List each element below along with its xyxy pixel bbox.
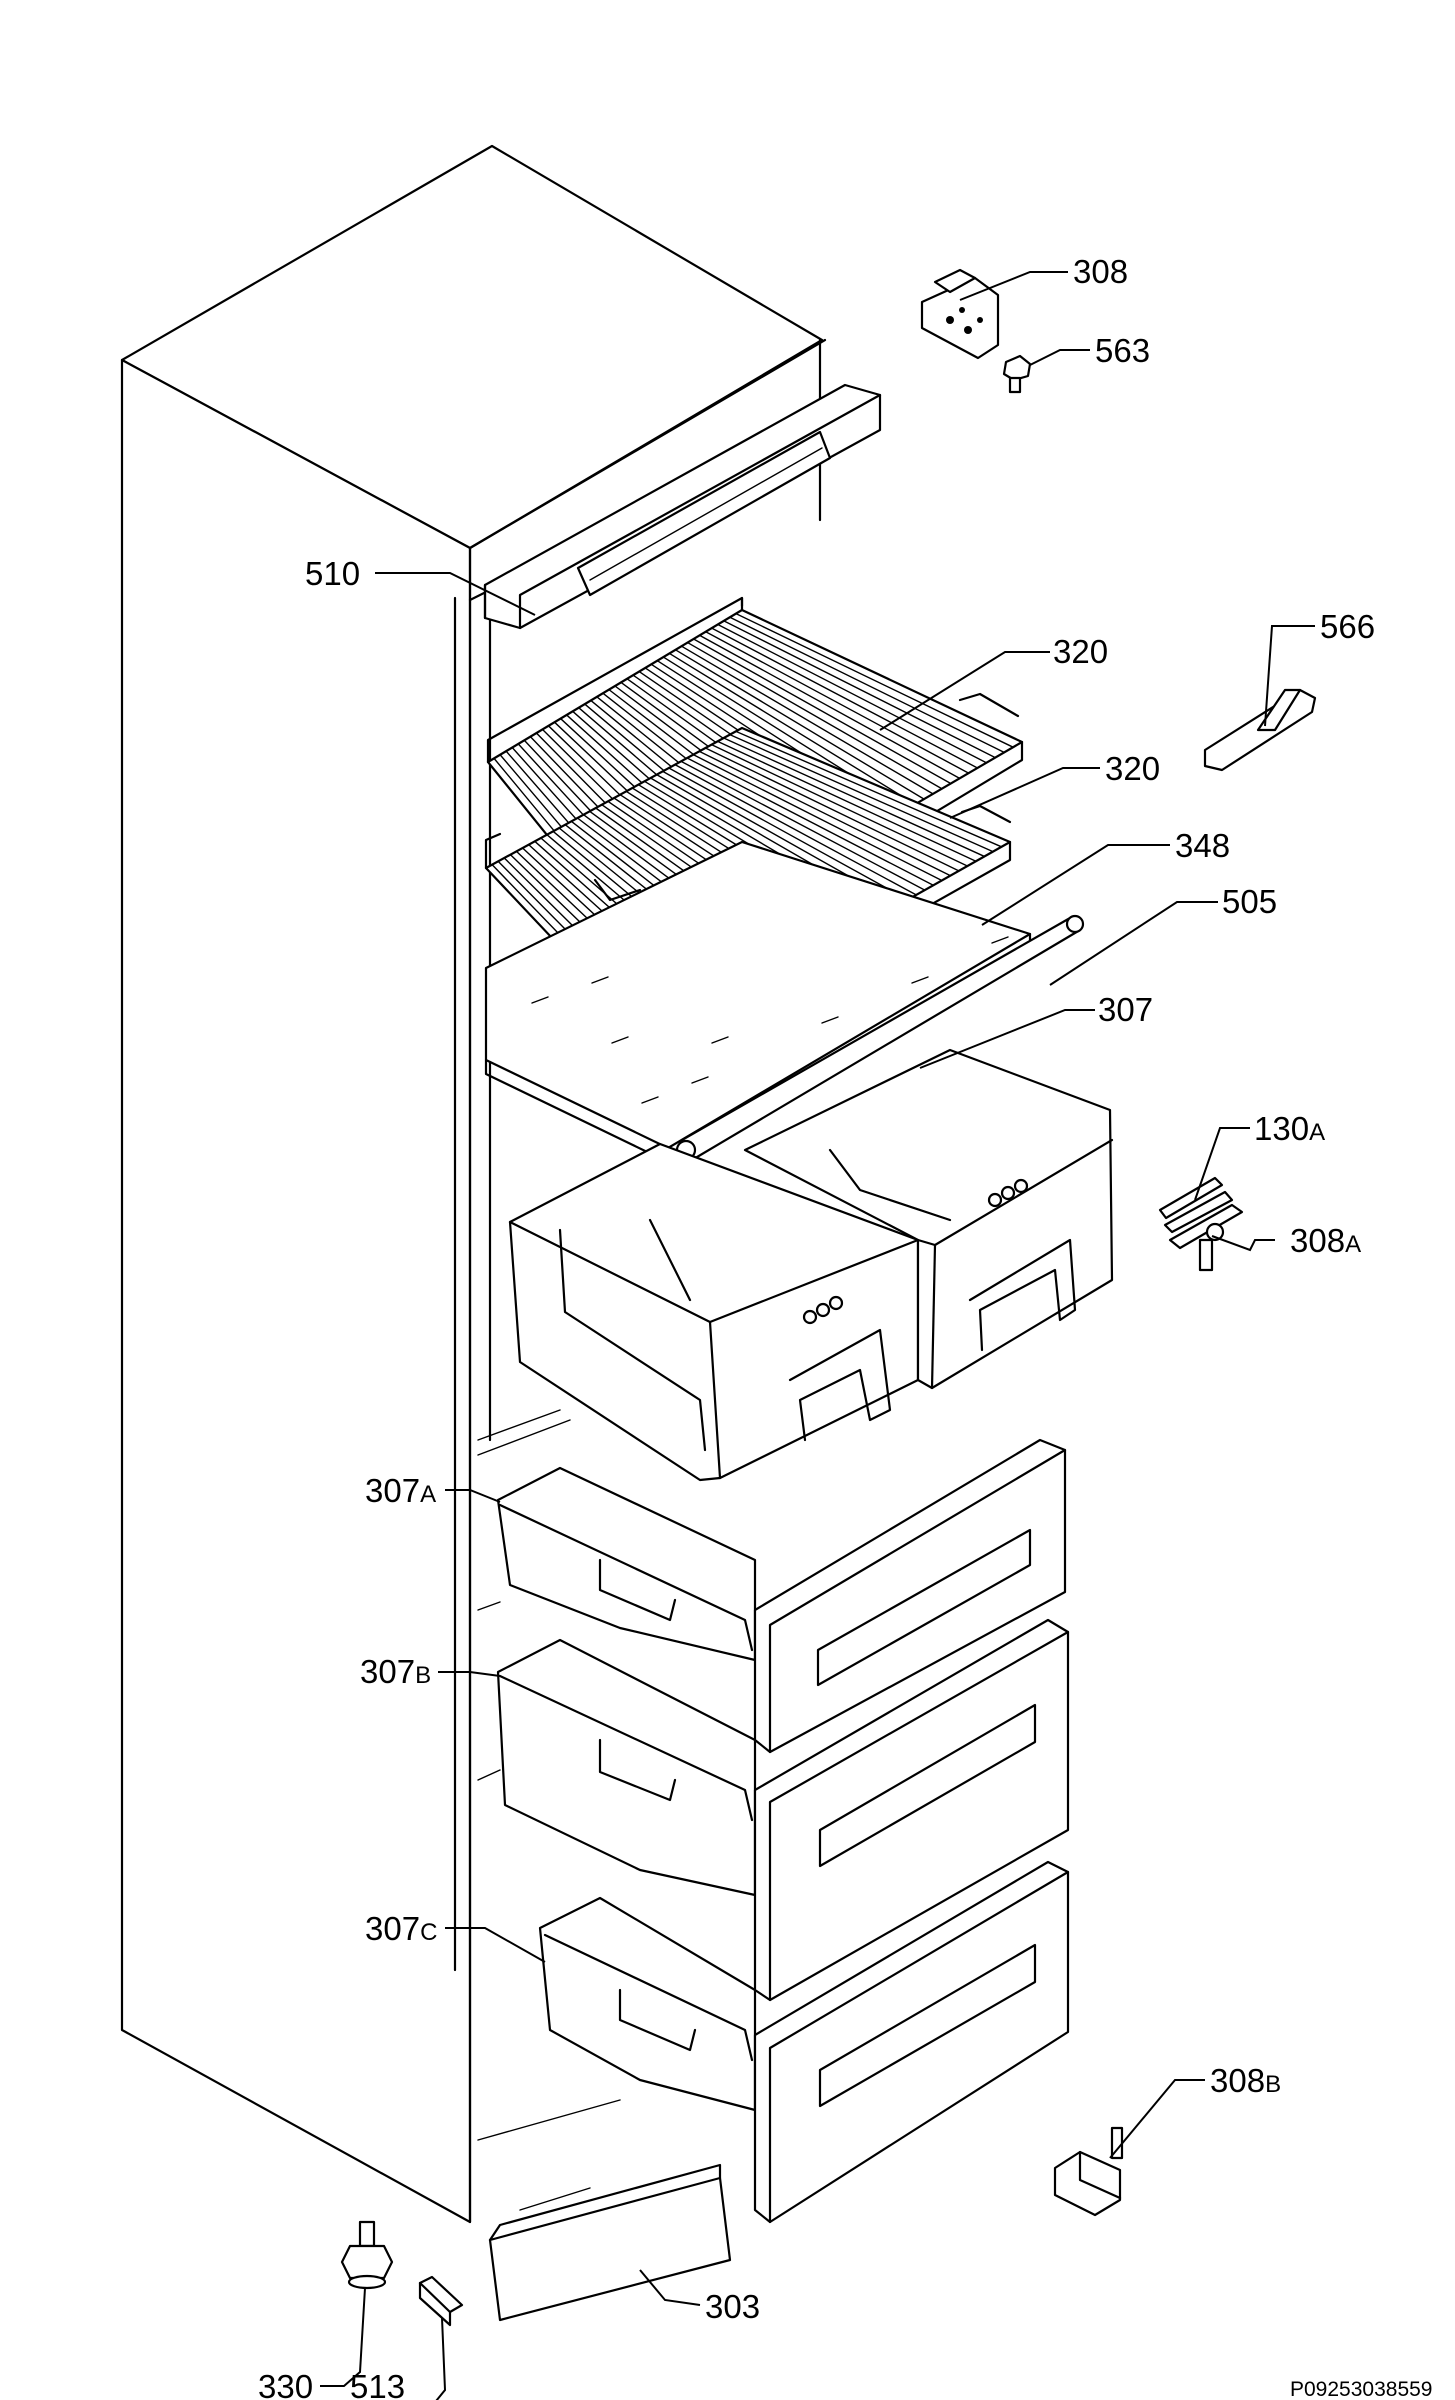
glass-mark [641, 1096, 659, 1104]
glass-mark [821, 1016, 839, 1024]
label-563: 563 [1095, 332, 1150, 369]
freezer-drawer-307a [496, 1438, 1067, 1754]
label-510: 510 [305, 555, 360, 592]
shelf-wire [723, 620, 996, 759]
door-handle-510 [483, 383, 882, 630]
shelf-wire [668, 652, 916, 805]
glass-mark [691, 1076, 709, 1084]
shelf-wire [710, 743, 969, 867]
label-130a: 130A [1254, 1110, 1325, 1147]
door-seal-566 [1203, 688, 1317, 772]
part-labels: 308 563 510 566 320 320 348 505 307 130A… [258, 253, 1375, 2400]
shelf-wire [692, 638, 952, 785]
glass-mark [911, 976, 929, 984]
plinth-303 [488, 2163, 732, 2322]
hinge-pin-130a [1158, 1176, 1234, 1234]
cabinet [120, 144, 827, 2224]
label-348: 348 [1175, 827, 1230, 864]
label-320-upper: 320 [1053, 633, 1108, 670]
label-505: 505 [1222, 883, 1277, 920]
shelf-wire [729, 616, 1005, 754]
shelf-wire [717, 623, 988, 764]
shelf-wire [729, 733, 994, 853]
freezer-drawer-307c [538, 1860, 1070, 2224]
shelf-wire [723, 737, 986, 858]
glass-mark [711, 1036, 729, 1044]
leader-lines [320, 271, 1315, 2400]
shelf-wire [735, 612, 1014, 748]
shelf-wire [692, 753, 943, 882]
shelf-wire [735, 730, 1003, 848]
shelf-wire [705, 631, 970, 774]
shelf-wire [698, 750, 952, 877]
label-303: 303 [705, 2288, 760, 2325]
shelf-wire [668, 767, 909, 901]
bottom-hinge-308b [1053, 2126, 1124, 2217]
clip-513 [418, 2275, 464, 2327]
label-308: 308 [1073, 253, 1128, 290]
label-330: 330 [258, 2368, 313, 2400]
glass-mark [531, 996, 549, 1004]
label-308a: 308A [1290, 1222, 1361, 1259]
shelf-wire [716, 740, 977, 862]
document-code: P09253038559 [1290, 2378, 1432, 2400]
label-307a: 307A [365, 1472, 436, 1509]
shelf-wire [711, 627, 979, 769]
glass-mark [591, 976, 609, 984]
shelf-wire [686, 641, 943, 790]
label-308b: 308B [1210, 2062, 1281, 2099]
top-hinge-308 [920, 268, 1000, 360]
screw-563 [1002, 354, 1032, 394]
label-566: 566 [1320, 608, 1375, 645]
shelf-wire [698, 634, 961, 780]
label-513: 513 [350, 2368, 405, 2400]
shelf-wire [674, 649, 925, 800]
shelf-wire [704, 747, 960, 872]
label-320-lower: 320 [1105, 750, 1160, 787]
label-307b: 307B [360, 1653, 431, 1690]
glass-mark [611, 1036, 629, 1044]
label-307: 307 [1098, 991, 1153, 1028]
middle-hinge-308a [1168, 1203, 1244, 1272]
shelf-wire [680, 760, 926, 891]
shelf-wire [674, 763, 917, 896]
freezer-drawer-307b [496, 1618, 1070, 2002]
label-307c: 307C [365, 1910, 437, 1947]
adjustable-foot-330 [340, 2220, 394, 2290]
shelf-wire [686, 757, 934, 886]
shelf-wire [680, 645, 934, 795]
glass-mark [991, 936, 1009, 944]
crisper-drawers-307 [508, 1048, 1114, 1482]
